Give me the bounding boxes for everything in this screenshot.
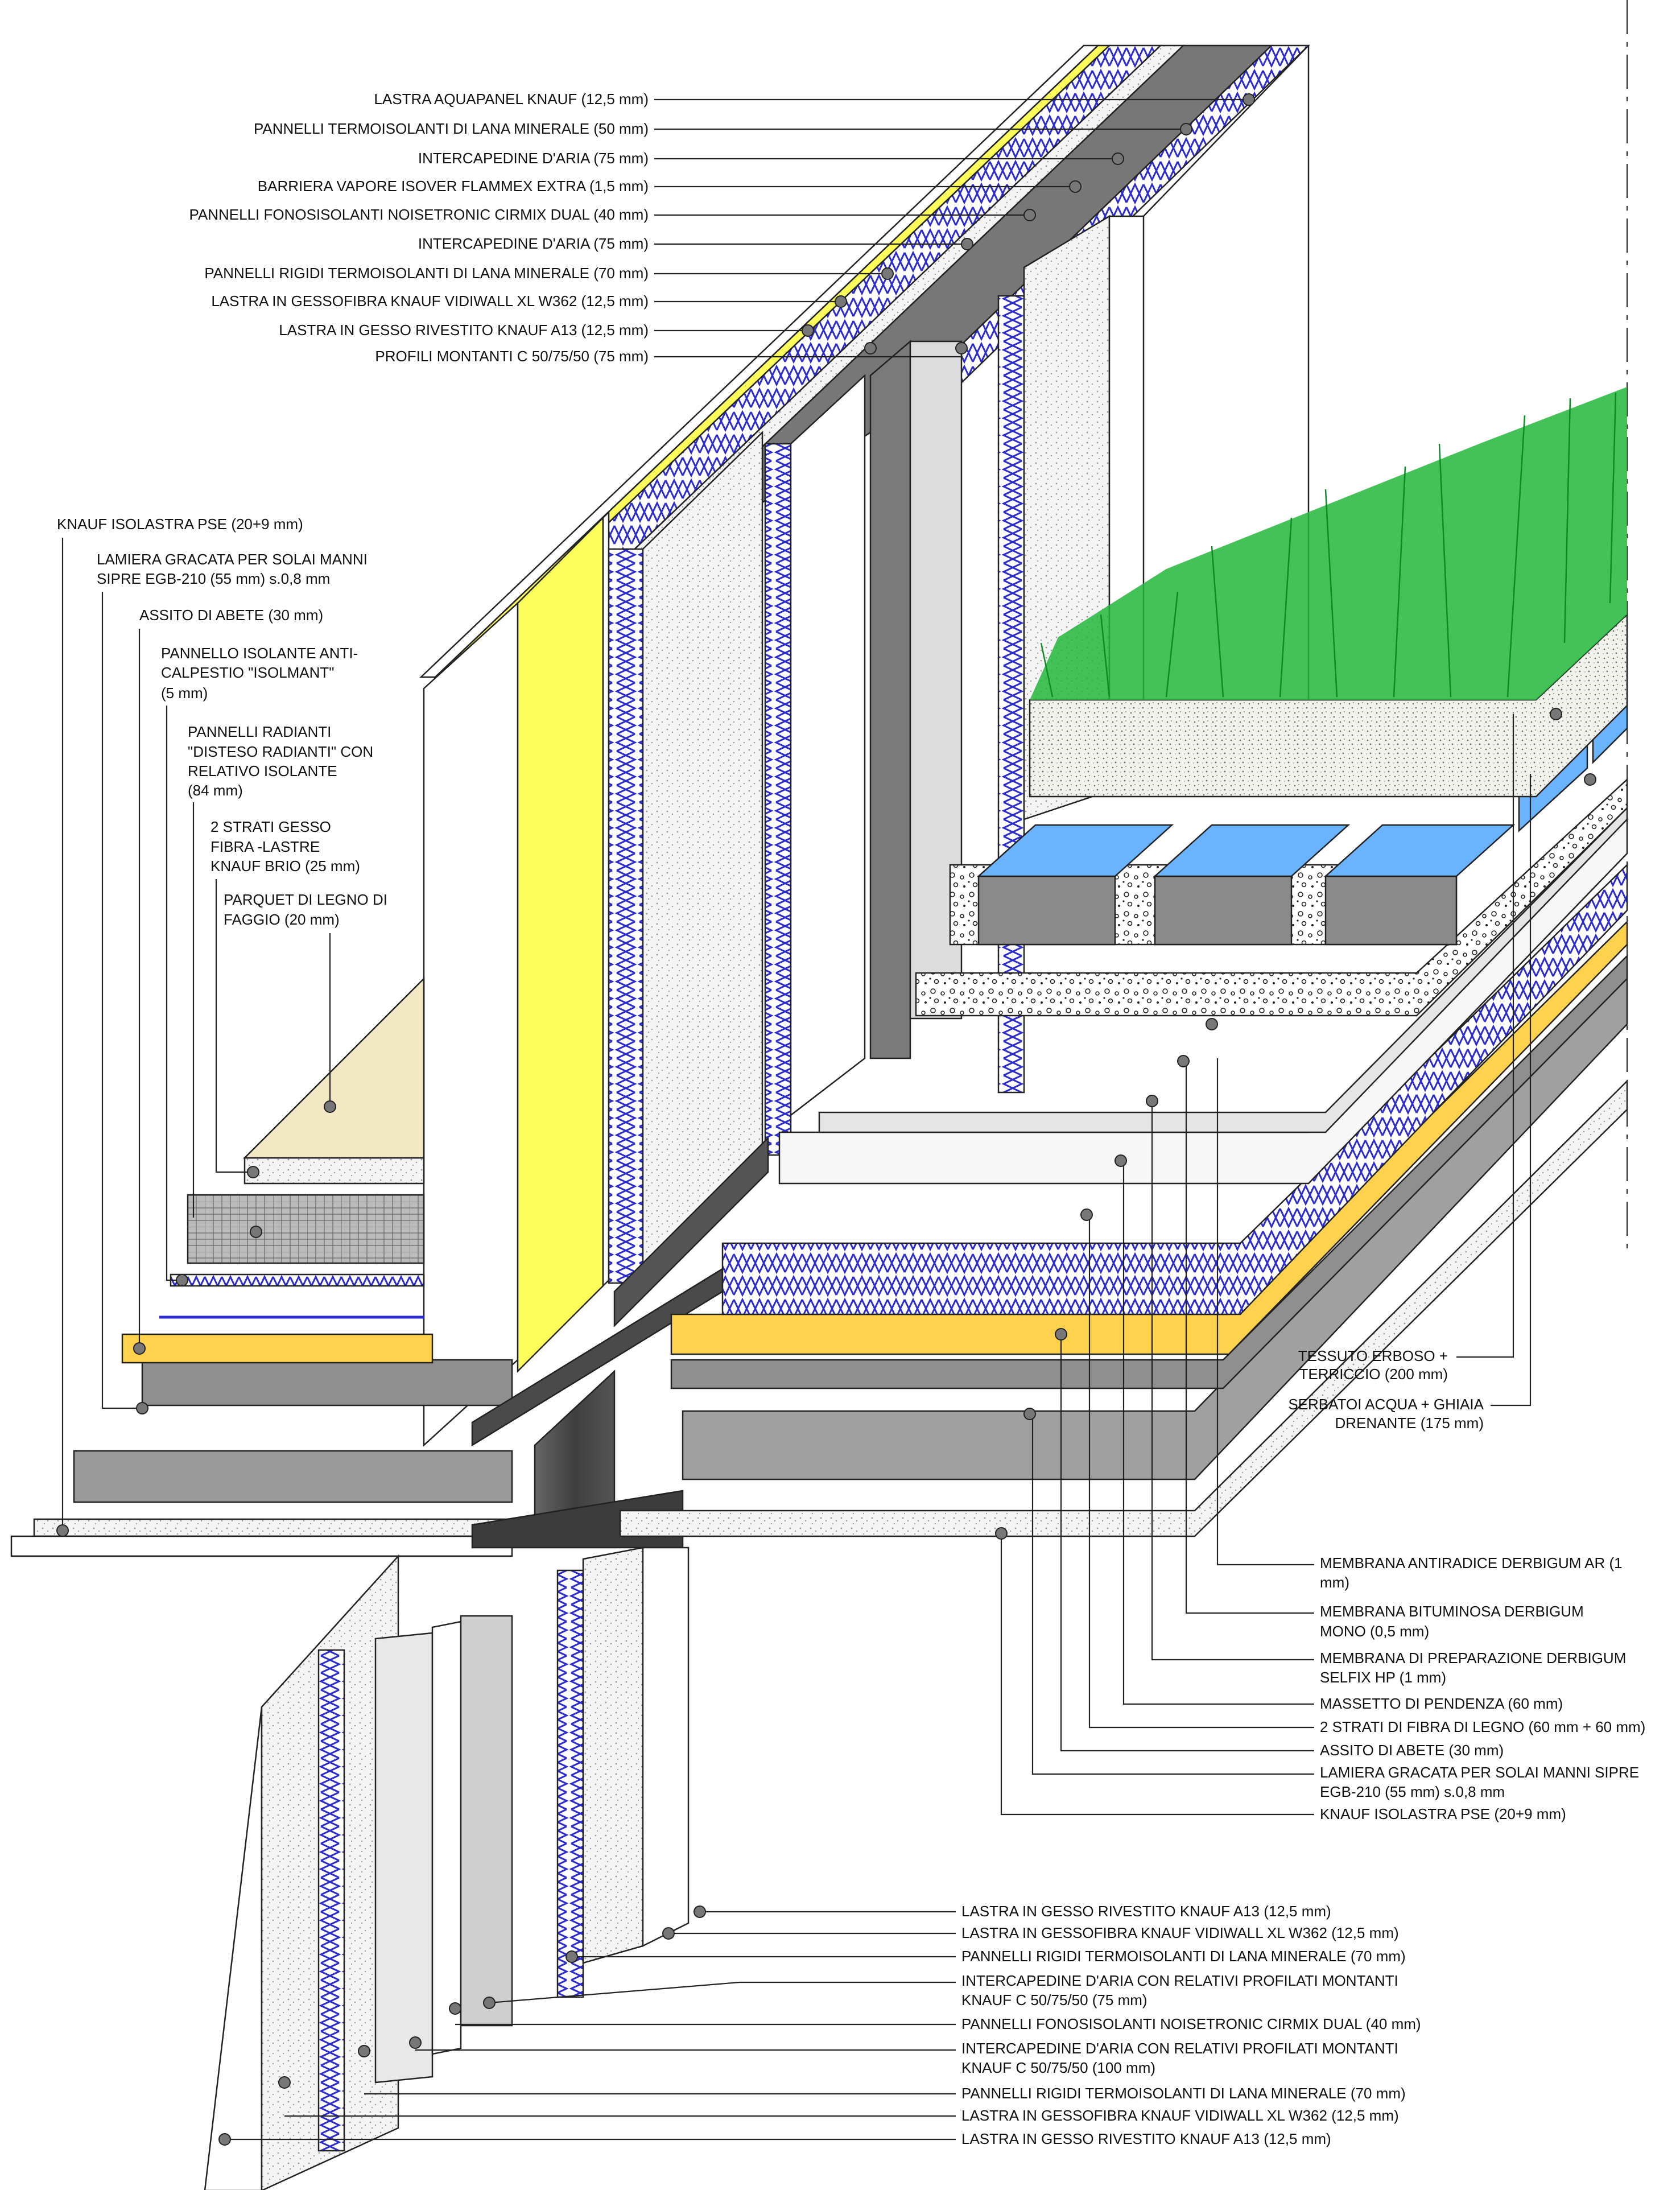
label-rm-4: 2 STRATI DI FIBRA DI LEGNO (60 mm + 60 m… [1320, 1718, 1645, 1735]
radiant-panels-left [187, 1194, 425, 1264]
lower-wall [11, 1546, 690, 2190]
isolmant-left [170, 1273, 425, 1287]
upper-wall [419, 44, 1311, 1447]
label-top-8: LASTRA IN GESSO RIVESTITO KNAUF A13 (12,… [279, 321, 649, 339]
stud-profile-face [790, 374, 866, 1117]
roof-garden-stack [619, 387, 1628, 1537]
label-b-3b: KNAUF C 50/75/50 (75 mm) [961, 1991, 1147, 2008]
label-left-6b: FAGGIO (20 mm) [224, 911, 340, 928]
isolastra-base-right [619, 1079, 1628, 1537]
label-b-4: PANNELLI FONOSISOLANTI NOISETRONIC CIRMI… [961, 2015, 1421, 2032]
label-rm-5: ASSITO DI ABETE (30 mm) [1320, 1742, 1504, 1759]
label-left-4a: PANNELLI RADIANTI [188, 723, 331, 740]
label-b-8: LASTRA IN GESSO RIVESTITO KNAUF A13 (12,… [961, 2130, 1331, 2147]
label-b-5b: KNAUF C 50/75/50 (100 mm) [961, 2059, 1155, 2076]
label-ru-0a: TESSUTO ERBOSO + [1298, 1347, 1448, 1364]
membranes [818, 806, 1628, 1133]
label-top-4: PANNELLI FONOSISOLANTI NOISETRONIC CIRMI… [189, 206, 649, 223]
label-left-0: KNAUF ISOLASTRA PSE (20+9 mm) [57, 515, 303, 533]
label-rm-2b: SELFIX HP (1 mm) [1320, 1669, 1446, 1686]
air-gap-face [642, 431, 763, 1285]
parquet-left [242, 976, 425, 1159]
label-top-2: INTERCAPEDINE D'ARIA (75 mm) [418, 150, 649, 167]
isolastra-base-left [33, 1518, 513, 1537]
mineral-wool-face [608, 548, 644, 1284]
fir-boarding-right [670, 954, 1628, 1389]
corrugated-sheet-right [682, 965, 1628, 1480]
label-left-1a: LAMIERA GRACATA PER SOLAI MANNI [97, 551, 368, 568]
interior-floor [10, 976, 513, 1557]
label-left-5b: FIBRA -LASTRE [210, 838, 320, 855]
annotations-bottom: LASTRA IN GESSO RIVESTITO KNAUF A13 (12,… [218, 1903, 1421, 2147]
label-top-0: LASTRA AQUAPANEL KNAUF (12,5 mm) [374, 90, 649, 108]
label-b-2: PANNELLI RIGIDI TERMOISOLANTI DI LANA MI… [961, 1948, 1406, 1965]
label-rm-7: KNAUF ISOLASTRA PSE (20+9 mm) [1320, 1805, 1566, 1822]
label-b-0: LASTRA IN GESSO RIVESTITO KNAUF A13 (12,… [961, 1903, 1331, 1920]
wood-fibre-layers [721, 863, 1628, 1315]
label-left-4d: (84 mm) [188, 782, 243, 799]
fir-boarding-left [141, 1359, 513, 1407]
label-b-5a: INTERCAPEDINE D'ARIA CON RELATIVI PROFIL… [961, 2040, 1398, 2057]
label-b-7: LASTRA IN GESSOFIBRA KNAUF VIDIWALL XL W… [961, 2107, 1399, 2124]
label-top-6: PANNELLI RIGIDI TERMOISOLANTI DI LANA MI… [204, 265, 649, 282]
label-b-1: LASTRA IN GESSOFIBRA KNAUF VIDIWALL XL W… [961, 1924, 1399, 1941]
label-left-1b: SIPRE EGB-210 (55 mm) s.0,8 mm [97, 570, 330, 587]
corrugated-sheet-left [73, 1450, 513, 1503]
label-left-3a: PANNELLO ISOLANTE ANTI- [161, 645, 358, 662]
annotations-left: KNAUF ISOLASTRA PSE (20+9 mm) LAMIERA GR… [56, 515, 387, 1537]
label-rm-0b: mm) [1320, 1574, 1349, 1591]
label-top-7: LASTRA IN GESSOFIBRA KNAUF VIDIWALL XL W… [211, 292, 649, 310]
label-ru-0b: TERRICCIO (200 mm) [1299, 1366, 1448, 1383]
aquapanel-face [517, 515, 604, 1374]
ceiling-line-left [10, 1535, 513, 1557]
label-b-3a: INTERCAPEDINE D'ARIA CON RELATIVI PROFIL… [961, 1972, 1398, 1989]
steel-stud [869, 340, 911, 1059]
label-top-1: PANNELLI TERMOISOLANTI DI LANA MINERALE … [254, 120, 649, 137]
annotations-top: LASTRA AQUAPANEL KNAUF (12,5 mm) PANNELL… [189, 90, 1255, 365]
label-rm-2a: MEMBRANA DI PREPARAZIONE DERBIGUM [1320, 1649, 1626, 1667]
grass-blades [1040, 392, 1617, 698]
wall-face-panel [423, 601, 519, 1447]
gypsum-fibre-left [243, 1157, 425, 1185]
label-top-5: INTERCAPEDINE D'ARIA (75 mm) [418, 235, 649, 252]
label-left-5c: KNAUF BRIO (25 mm) [210, 857, 360, 875]
annotations-right-mid: MEMBRANA ANTIRADICE DERBIGUM AR (1 mm) M… [995, 1018, 1645, 1822]
acoustic-panel-face [764, 443, 792, 1156]
label-left-4c: RELATIVO ISOLANTE [188, 762, 337, 780]
label-ru-1b: DRENANTE (175 mm) [1335, 1414, 1484, 1432]
label-top-9: PROFILI MONTANTI C 50/75/50 (75 mm) [375, 348, 649, 365]
label-left-2: ASSITO DI ABETE (30 mm) [139, 607, 323, 624]
label-left-6a: PARQUET DI LEGNO DI [224, 891, 387, 908]
label-left-4b: "DISTESO RADIANTI" CON [188, 743, 373, 760]
label-rm-3: MASSETTO DI PENDENZA (60 mm) [1320, 1695, 1563, 1712]
wall-gap-face [602, 510, 610, 1288]
annotations-right-upper: TESSUTO ERBOSO + TERRICCIO (200 mm) SERB… [1288, 708, 1596, 1432]
label-rm-1a: MEMBRANA BITUMINOSA DERBIGUM [1320, 1603, 1584, 1620]
label-left-3c: (5 mm) [161, 684, 208, 702]
label-rm-6b: EGB-210 (55 mm) s.0,8 mm [1320, 1783, 1505, 1800]
label-b-6: PANNELLI RIGIDI TERMOISOLANTI DI LANA MI… [961, 2085, 1406, 2102]
orange-deck-left [121, 1333, 434, 1364]
label-left-3b: CALPESTIO "ISOLMANT" [161, 664, 335, 681]
label-left-5a: 2 STRATI GESSO [210, 818, 331, 835]
stud-light [909, 340, 963, 1020]
drainage-gravel [915, 778, 1628, 1017]
label-rm-1b: MONO (0,5 mm) [1320, 1623, 1429, 1640]
label-rm-6a: LAMIERA GRACATA PER SOLAI MANNI SIPRE [1320, 1764, 1639, 1781]
label-top-3: BARRIERA VAPORE ISOVER FLAMMEX EXTRA (1,… [258, 178, 649, 195]
label-ru-1a: SERBATOI ACQUA + GHIAIA [1288, 1396, 1484, 1413]
label-rm-0a: MEMBRANA ANTIRADICE DERBIGUM AR (1 [1320, 1554, 1623, 1572]
